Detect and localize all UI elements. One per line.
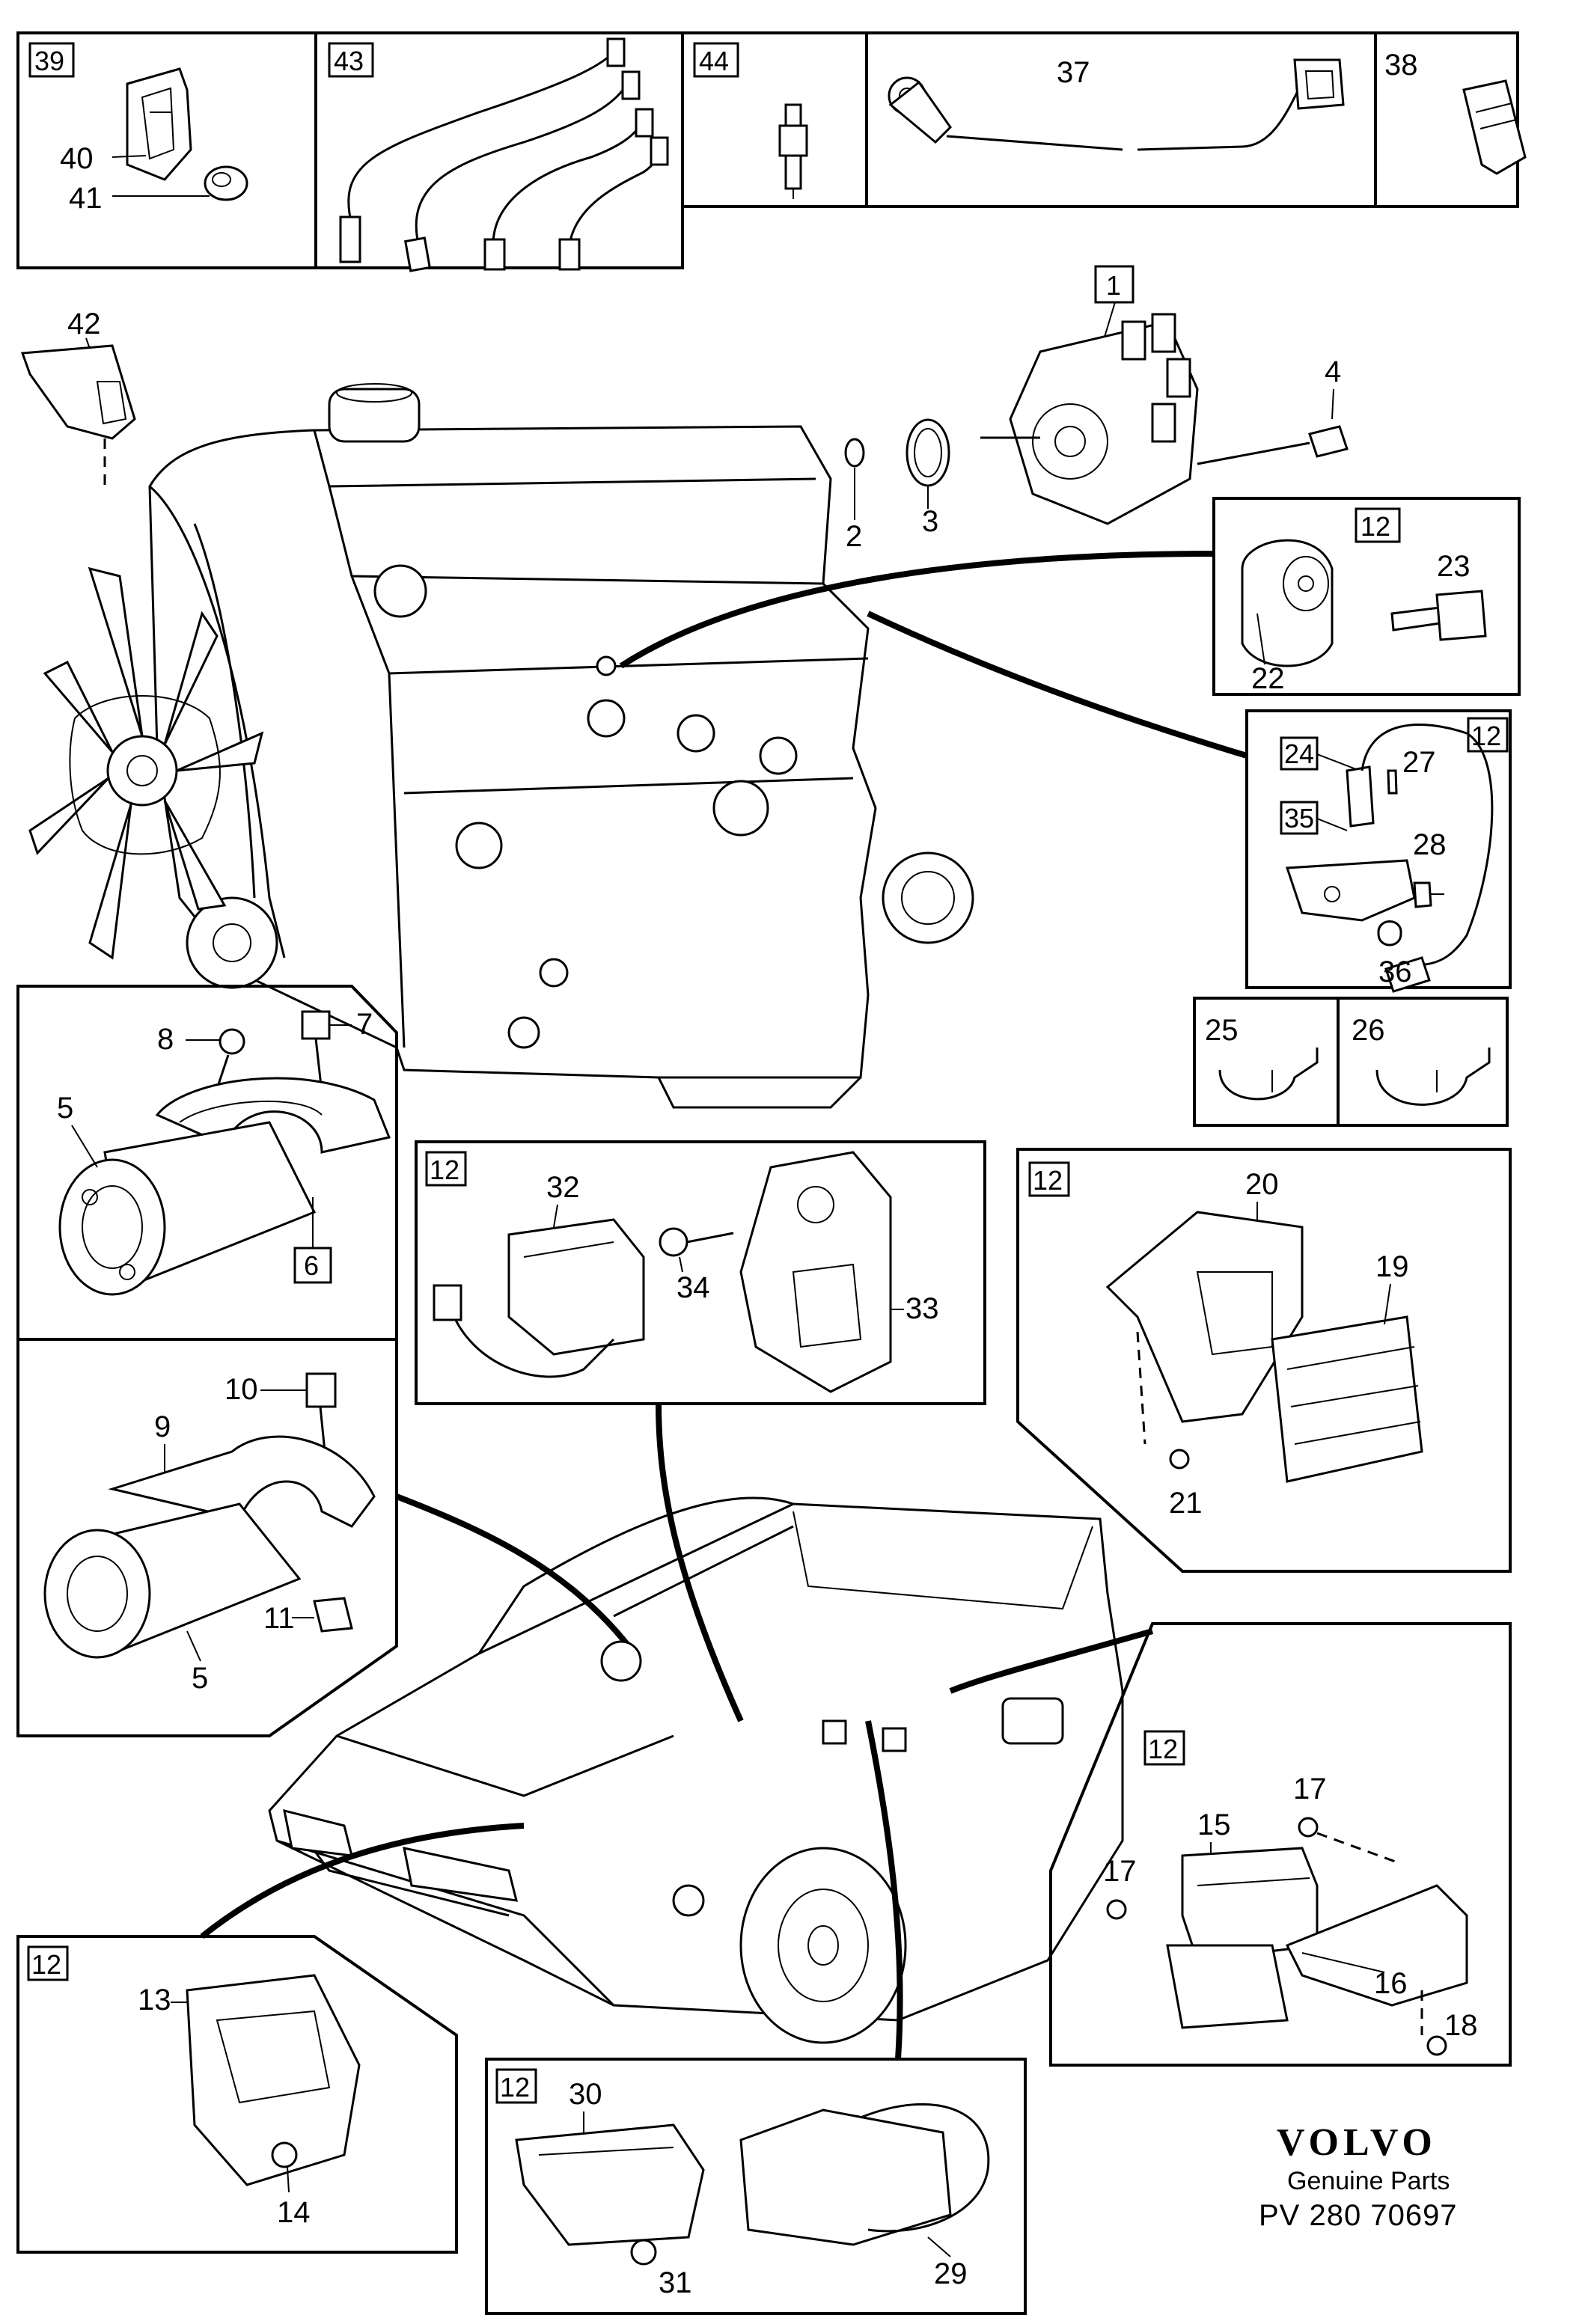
boxed-label-6: 6 [304,1250,319,1281]
boxed-label-12-coil: 12 [430,1155,459,1185]
label-31: 31 [659,2266,692,2299]
label-21: 21 [1169,1487,1203,1520]
label-13: 13 [138,1984,171,2016]
label-17-left: 17 [1103,1855,1137,1888]
label-22: 22 [1251,662,1285,695]
label-37: 37 [1057,56,1090,89]
label-30: 30 [569,2078,602,2111]
label-29: 29 [934,2257,968,2290]
panel-knock-sensor: 12 23 22 [1212,497,1521,696]
label-17-top: 17 [1293,1773,1327,1805]
label-23: 23 [1437,550,1471,583]
label-32: 32 [546,1171,580,1204]
distributor-assembly: 1 3 2 4 [844,265,1349,553]
panel-coil-lower: 10 9 11 5 [16,1338,398,1737]
label-8: 8 [157,1023,174,1056]
panel-37: 37 [865,31,1377,208]
label-18: 18 [1444,2009,1478,2042]
label-7: 7 [356,1008,373,1041]
engine-illustration: 42 [20,308,974,1109]
volvo-logo: VOLVO [1277,2121,1437,2164]
panel-43: 43 [314,31,684,272]
boxed-label-35: 35 [1284,803,1314,834]
panel-ecu: 12 20 19 21 [1016,1148,1512,1573]
label-10: 10 [225,1373,258,1406]
boxed-label-39: 39 [34,46,64,76]
panel-39: 39 40 41 [16,31,317,269]
panel-coil-module: 12 32 34 33 [415,1140,986,1405]
boxed-label-24: 24 [1284,739,1314,769]
label-27: 27 [1402,746,1436,779]
label-5-lower: 5 [192,1662,208,1695]
label-41: 41 [69,182,103,215]
boxed-label-12-ignition: 12 [31,1949,61,1980]
label-11: 11 [263,1602,295,1635]
label-19: 19 [1375,1250,1409,1283]
boxed-label-12-bracket: 12 [500,2072,530,2103]
label-9: 9 [154,1410,171,1443]
label-40: 40 [60,142,94,175]
panel-ignition-module: 12 13 14 [16,1935,458,2254]
label-33: 33 [906,1292,939,1325]
boxed-label-12-relay: 12 [1148,1734,1178,1764]
label-3: 3 [922,505,938,538]
label-42: 42 [67,308,101,340]
panel-position-sensor: 12 24 35 27 28 36 [1245,709,1512,993]
label-14: 14 [277,2196,311,2229]
boxed-label-43: 43 [334,46,364,76]
panel-clip-25: 25 [1193,997,1340,1127]
brand-block: VOLVO Genuine Parts PV 280 70697 [1259,2121,1458,2232]
label-25: 25 [1205,1014,1239,1047]
label-38: 38 [1384,49,1418,82]
label-2: 2 [846,520,862,553]
boxed-label-12-ecu: 12 [1033,1165,1063,1196]
label-5-upper: 5 [57,1092,73,1125]
part-code: PV 280 70697 [1259,2199,1458,2232]
car-illustration [268,1496,1124,2044]
label-26: 26 [1352,1014,1385,1047]
label-4: 4 [1325,355,1341,388]
label-28: 28 [1413,828,1447,861]
boxed-label-44: 44 [699,46,729,76]
label-15: 15 [1197,1808,1231,1841]
panel-clip-26: 26 [1337,997,1509,1127]
label-34: 34 [677,1271,710,1304]
label-16: 16 [1374,1967,1408,2000]
panel-coil-upper: 8 7 5 6 [16,985,398,1341]
brand-subtitle: Genuine Parts [1287,2167,1450,2195]
panel-relay: 12 17 15 17 16 18 [1049,1622,1512,2067]
boxed-label-12-sensor: 12 [1471,721,1501,751]
boxed-label-1: 1 [1106,270,1121,301]
panel-44: 44 [681,31,868,208]
label-36: 36 [1378,955,1412,988]
panel-bracket: 12 30 31 29 [485,2058,1027,2315]
label-20: 20 [1245,1168,1279,1201]
boxed-label-12-knock: 12 [1361,511,1390,542]
panel-38: 38 [1374,31,1527,208]
